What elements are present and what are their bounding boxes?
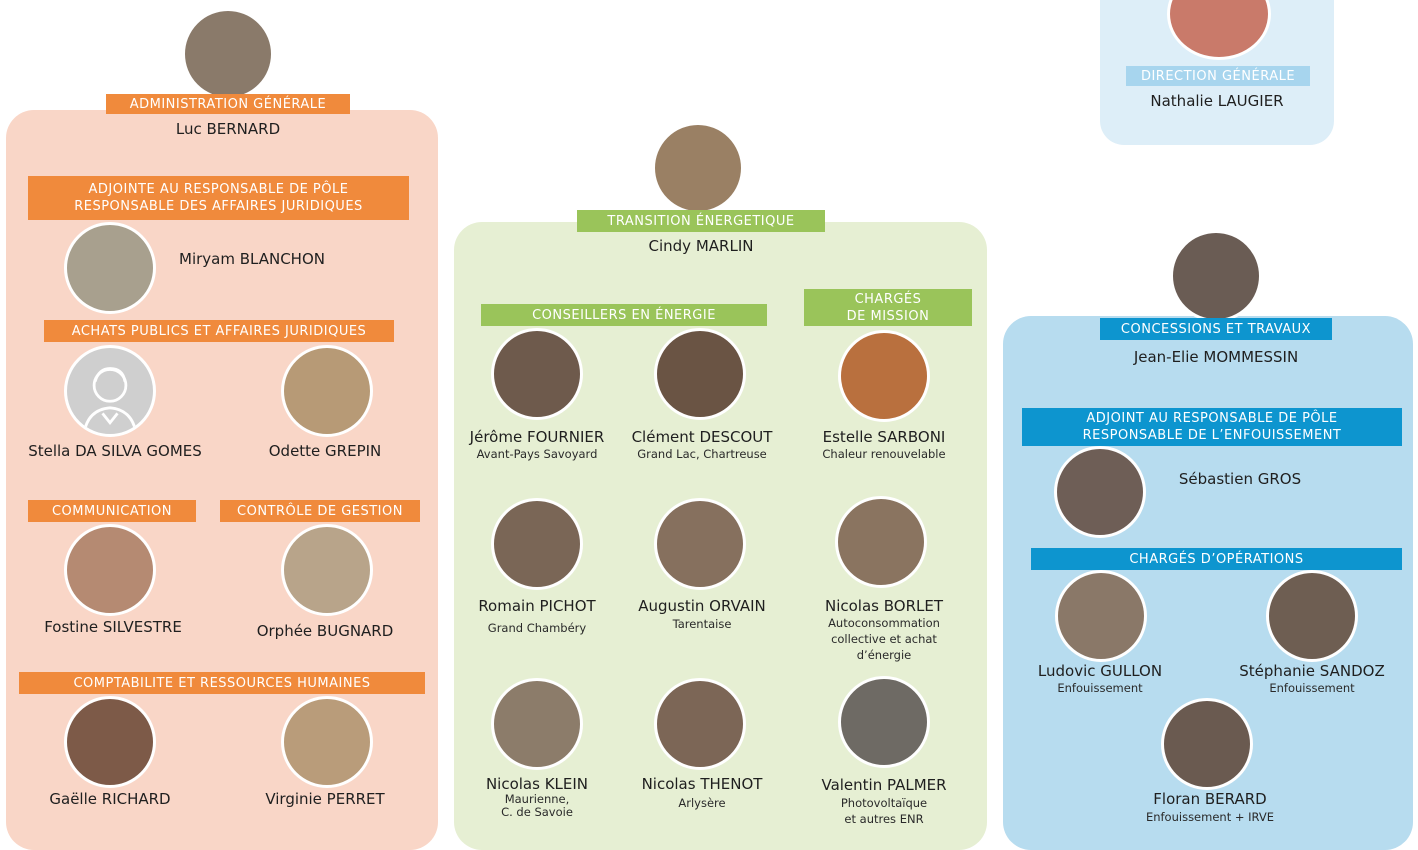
compta-banner: COMPTABILITE ET RESSOURCES HUMAINES [19,672,425,694]
charges-mission-line1: CHARGÉS [854,291,922,307]
avatar-estelle [838,330,930,422]
avatar-cindy [652,122,744,214]
charges-mission-banner: CHARGÉS DE MISSION [804,289,972,326]
te-person-7-sub: Arlysère [678,796,726,810]
avatar-virginie [281,696,373,788]
admin-banner: ADMINISTRATION GÉNÉRALE [106,94,350,114]
placeholder-person-icon [82,367,138,434]
avatar-stella [64,345,156,437]
charges-mission-line2: DE MISSION [846,308,930,324]
te-person-5-name: Nicolas BORLET [824,597,943,615]
compta-name-1: Virginie PERRET [265,790,385,808]
avatar-sebastien [1054,446,1146,538]
avatar-romain [491,498,583,590]
te-person-4-name: Augustin ORVAIN [638,597,766,615]
te-head-name: Cindy MARLIN [648,237,754,255]
avatar-nicolas-klein [491,678,583,770]
avatar-floran [1161,698,1253,790]
ops-0-sub: Enfouissement [1057,681,1143,695]
te-person-1-sub: Grand Lac, Chartreuse [637,447,767,461]
te-person-5-sub3: d’énergie [856,648,912,662]
admin-head-name: Luc BERNARD [175,120,281,138]
te-person-4-sub: Tarentaise [672,617,732,631]
ct-banner: CONCESSIONS ET TRAVAUX [1100,318,1332,340]
avatar-clement [654,328,746,420]
te-person-7-name: Nicolas THENOT [641,775,763,793]
avatar-fostine [64,524,156,616]
te-person-6-sub2: C. de Savoie [501,805,573,819]
avatar-ludovic [1055,570,1147,662]
director-name: Nathalie LAUGIER [1150,92,1284,110]
te-banner: TRANSITION ÉNERGETIQUE [577,210,825,232]
avatar-gaelle [64,696,156,788]
communication-banner: COMMUNICATION [28,500,196,522]
ct-head-name: Jean-Elie MOMMESSIN [1133,348,1299,366]
te-person-6-name: Nicolas KLEIN [485,775,589,793]
avatar-jean-elie [1170,230,1262,322]
avatar-stephanie [1266,570,1358,662]
te-person-8-sub2: et autres ENR [844,812,924,826]
conseillers-banner: CONSEILLERS EN ÉNERGIE [481,304,767,326]
avatar-nicolas-thenot [654,678,746,770]
te-person-5-sub1: Autoconsommation [828,616,940,630]
ops-1-name: Stéphanie SANDOZ [1239,662,1385,680]
avatar-jerome [491,328,583,420]
te-person-0-sub: Avant-Pays Savoyard [476,447,598,461]
te-person-0-name: Jérôme FOURNIER [469,428,605,446]
controle-gestion-name: Orphée BUGNARD [256,622,394,640]
ops-banner: CHARGÉS D’OPÉRATIONS [1031,548,1402,570]
te-person-3-name: Romain PICHOT [478,597,596,615]
ops-2-sub: Enfouissement + IRVE [1145,810,1275,824]
avatar-valentin [838,676,930,768]
te-person-6-sub1: Maurienne, [504,792,570,806]
achats-name-1: Odette GREPIN [268,442,382,460]
achats-name-0: Stella DA SILVA GOMES [28,442,202,460]
te-person-2-name: Estelle SARBONI [822,428,946,446]
ct-deputy-banner: ADJOINT AU RESPONSABLE DE PÔLE RESPONSAB… [1022,408,1402,446]
avatar-miryam [64,222,156,314]
ct-deputy-banner-line2: RESPONSABLE DE L’ENFOUISSEMENT [1082,428,1342,443]
admin-deputy-banner-line1: ADJOINTE AU RESPONSABLE DE PÔLE [88,182,349,197]
ops-1-sub: Enfouissement [1269,681,1355,695]
ct-deputy-banner-line1: ADJOINT AU RESPONSABLE DE PÔLE [1086,411,1338,426]
te-person-1-name: Clément DESCOUT [631,428,773,446]
compta-name-0: Gaëlle RICHARD [49,790,171,808]
te-person-8-sub1: Photovoltaïque [840,796,928,810]
te-person-8-name: Valentin PALMER [821,776,947,794]
avatar-luc-bernard [182,8,274,100]
te-person-5-sub2: collective et achat [831,632,937,646]
achats-banner: ACHATS PUBLICS ET AFFAIRES JURIDIQUES [44,320,394,342]
ops-2-name: Floran BERARD [1153,790,1267,808]
admin-deputy-banner-line2: RESPONSABLE DES AFFAIRES JURIDIQUES [74,199,363,214]
communication-name: Fostine SILVESTRE [44,618,182,636]
direction-banner: DIRECTION GÉNÉRALE [1126,66,1310,86]
avatar-odette [281,345,373,437]
te-person-2-sub: Chaleur renouvelable [822,447,946,461]
ops-0-name: Ludovic GULLON [1037,662,1163,680]
avatar-orphee [281,524,373,616]
controle-gestion-banner: CONTRÔLE DE GESTION [220,500,420,522]
ct-deputy-name: Sébastien GROS [1178,470,1302,488]
admin-deputy-banner: ADJOINTE AU RESPONSABLE DE PÔLE RESPONSA… [28,176,409,220]
admin-deputy-name: Miryam BLANCHON [179,250,325,268]
avatar-nicolas-borlet [835,496,927,588]
avatar-augustin [654,498,746,590]
te-person-3-sub: Grand Chambéry [487,621,587,635]
